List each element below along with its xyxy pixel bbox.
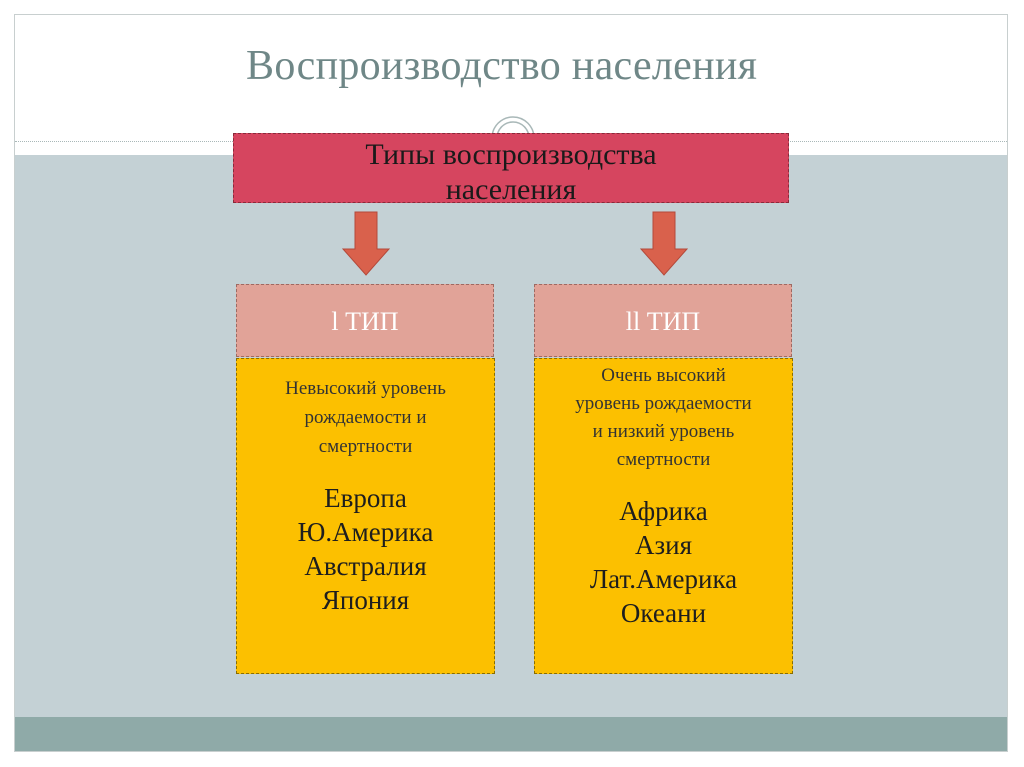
type-2-info: Очень высокий уровень рождаемости и низк… <box>534 358 793 674</box>
type-1-regions: Европа Ю.Америка Австралия Япония <box>237 481 494 617</box>
content-background <box>15 155 1007 717</box>
description-line: Невысокий уровень <box>285 378 446 399</box>
description-line: и низкий уровень <box>592 421 735 442</box>
region-item: Австралия <box>304 551 427 581</box>
type-2-description: Очень высокий уровень рождаемости и низк… <box>535 359 792 474</box>
type-1-label: l ТИП <box>236 284 494 357</box>
slide-frame <box>14 14 1008 752</box>
type-1-description: Невысокий уровень рождаемости и смертнос… <box>237 359 494 461</box>
arrow-down-icon <box>639 211 689 276</box>
header-line: Типы воспроизводства <box>365 138 657 171</box>
slide-title: Воспроизводство населения <box>246 43 758 89</box>
region-item: Япония <box>321 585 410 615</box>
region-item: Европа <box>324 483 407 513</box>
type-2-label: ll ТИП <box>534 284 792 357</box>
region-item: Азия <box>634 530 693 560</box>
region-item: Океани <box>620 598 707 628</box>
description-line: Очень высокий <box>601 365 726 386</box>
description-line: смертности <box>318 436 413 457</box>
bottom-band <box>15 717 1007 751</box>
region-item: Ю.Америка <box>297 517 434 547</box>
region-item: Африка <box>619 496 708 526</box>
region-item: Лат.Америка <box>589 564 738 594</box>
description-line: рождаемости и <box>304 407 427 428</box>
description-line: уровень рождаемости <box>575 393 752 414</box>
description-line: смертности <box>616 449 711 470</box>
type-1-info: Невысокий уровень рождаемости и смертнос… <box>236 358 495 674</box>
type-2-regions: Африка Азия Лат.Америка Океани <box>535 494 792 630</box>
arrow-down-icon <box>341 211 391 276</box>
header-line: населения <box>445 173 577 206</box>
header-box: Типы воспроизводства населения <box>233 133 789 206</box>
